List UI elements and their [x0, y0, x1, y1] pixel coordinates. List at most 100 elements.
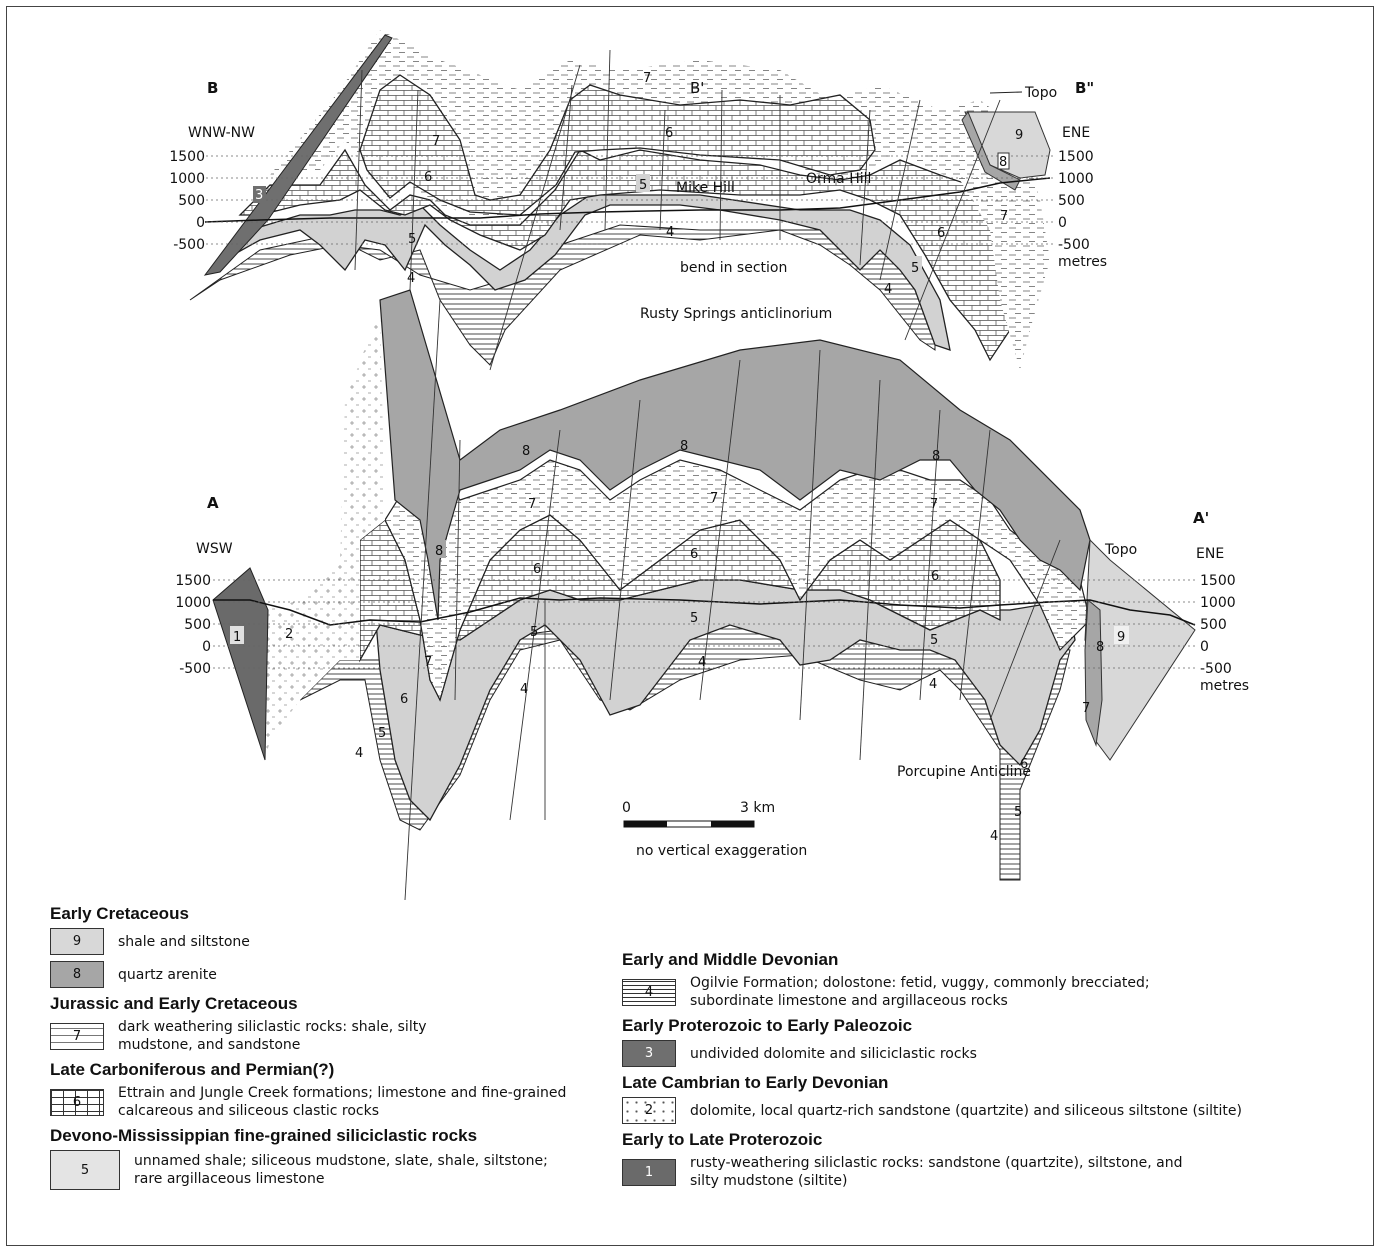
svg-text:4: 4 — [990, 829, 998, 844]
svg-text:1500: 1500 — [1058, 149, 1094, 165]
section-b-left-letter: B — [207, 79, 218, 97]
svg-text:5: 5 — [408, 232, 416, 247]
section-a-right-direction: ENE — [1196, 546, 1224, 562]
section-a-left-axis: 1500 1000 500 0 -500 — [175, 573, 211, 677]
legend-row-u4: 4 Ogilvie Formation; dolostone: fetid, v… — [622, 974, 1322, 1010]
legend-u4-desc: Ogilvie Formation; dolostone: fetid, vug… — [690, 974, 1230, 1010]
svg-text:500: 500 — [184, 617, 211, 633]
svg-text:6: 6 — [1020, 757, 1028, 772]
svg-text:5: 5 — [930, 633, 938, 648]
orma-hill-label: Orma Hill — [806, 171, 871, 187]
legend-right: Early and Middle Devonian 4 Ogilvie Form… — [622, 950, 1322, 1196]
svg-text:6: 6 — [931, 569, 939, 584]
legend-row-u2: 2 dolomite, local quartz-rich sandstone … — [622, 1097, 1322, 1124]
legend-early-late-proterozoic: Early to Late Proterozoic — [622, 1130, 1322, 1150]
legend-devono-mississippian: Devono-Mississippian fine-grained silici… — [50, 1126, 610, 1146]
legend-row-u9: 9 shale and siltstone — [50, 928, 610, 955]
legend-u6-desc: Ettrain and Jungle Creek formations; lim… — [118, 1084, 598, 1120]
section-b-topo-label: Topo — [1024, 85, 1057, 101]
legend-jurassic: Jurassic and Early Cretaceous — [50, 994, 610, 1014]
svg-text:4: 4 — [884, 282, 892, 297]
section-a-topo-label: Topo — [1104, 542, 1137, 558]
svg-text:7: 7 — [710, 491, 718, 506]
legend-u3-desc: undivided dolomite and siliciclastic roc… — [690, 1045, 977, 1063]
svg-text:5: 5 — [378, 726, 386, 741]
legend-early-cretaceous: Early Cretaceous — [50, 904, 610, 924]
svg-text:6: 6 — [400, 692, 408, 707]
svg-text:7: 7 — [643, 71, 651, 86]
legend-u9-desc: shale and siltstone — [118, 933, 250, 951]
svg-text:4: 4 — [666, 225, 674, 240]
svg-text:1000: 1000 — [1058, 171, 1094, 187]
svg-text:metres: metres — [1200, 678, 1249, 694]
svg-text:9: 9 — [1117, 630, 1125, 645]
svg-text:0: 0 — [1058, 215, 1067, 231]
swatch-u9: 9 — [50, 928, 104, 955]
legend-u7-desc: dark weathering siliclastic rocks: shale… — [118, 1018, 448, 1054]
swatch-u6: 6 — [50, 1089, 104, 1116]
mike-hill-label: Mike Hill — [676, 180, 735, 196]
section-b-right-direction: ENE — [1062, 125, 1090, 141]
section-b-right-axis: 1500 1000 500 0 -500 metres — [1058, 149, 1107, 270]
section-a-left-letter: A — [207, 494, 219, 512]
svg-text:5: 5 — [530, 625, 538, 640]
svg-text:no vertical exaggeration: no vertical exaggeration — [636, 843, 807, 859]
svg-text:4: 4 — [520, 682, 528, 697]
svg-text:-500: -500 — [179, 661, 211, 677]
rusty-springs-label: Rusty Springs anticlinorium — [640, 306, 832, 322]
svg-text:500: 500 — [1200, 617, 1227, 633]
bend-in-section-label: bend in section — [680, 260, 787, 276]
svg-text:1500: 1500 — [175, 573, 211, 589]
svg-text:8: 8 — [932, 449, 940, 464]
swatch-u5: 5 — [50, 1150, 120, 1190]
svg-text:6: 6 — [424, 170, 432, 185]
svg-text:-500: -500 — [1200, 661, 1232, 677]
legend-u1-desc: rusty-weathering siliclastic rocks: sand… — [690, 1154, 1190, 1190]
legend-early-proterozoic-paleozoic: Early Proterozoic to Early Paleozoic — [622, 1016, 1322, 1036]
svg-text:0: 0 — [196, 215, 205, 231]
scale-bar: 0 3 km no vertical exaggeration — [622, 800, 807, 859]
svg-text:1500: 1500 — [1200, 573, 1236, 589]
svg-text:8: 8 — [522, 444, 530, 459]
section-a — [213, 290, 1195, 900]
svg-text:6: 6 — [690, 547, 698, 562]
section-b-left-direction: WNW-NW — [188, 125, 255, 141]
svg-text:3 km: 3 km — [740, 800, 775, 816]
svg-text:8: 8 — [680, 439, 688, 454]
svg-text:6: 6 — [665, 126, 673, 141]
legend-left: Early Cretaceous 9 shale and siltstone 8… — [50, 904, 610, 1196]
svg-text:500: 500 — [1058, 193, 1085, 209]
svg-text:metres: metres — [1058, 254, 1107, 270]
svg-text:4: 4 — [698, 655, 706, 670]
svg-text:5: 5 — [690, 611, 698, 626]
cross-sections: B B" B' WNW-NW ENE Topo Mike Hill Orma H… — [0, 0, 1382, 900]
legend-late-cambrian: Late Cambrian to Early Devonian — [622, 1073, 1322, 1093]
legend-early-middle-devonian: Early and Middle Devonian — [622, 950, 1322, 970]
svg-text:7: 7 — [424, 655, 432, 670]
legend-row-u7: 7 dark weathering siliclastic rocks: sha… — [50, 1018, 610, 1054]
svg-text:5: 5 — [639, 178, 647, 193]
section-a-unit1 — [213, 568, 268, 760]
legend-row-u5: 5 unnamed shale; siliceous mudstone, sla… — [50, 1150, 610, 1190]
legend-row-u3: 3 undivided dolomite and siliciclastic r… — [622, 1040, 1322, 1067]
section-a-right-letter: A' — [1193, 509, 1209, 527]
swatch-u8: 8 — [50, 961, 104, 988]
legend-u8-desc: quartz arenite — [118, 966, 217, 984]
legend-row-u1: 1 rusty-weathering siliclastic rocks: sa… — [622, 1154, 1322, 1190]
legend-u2-desc: dolomite, local quartz-rich sandstone (q… — [690, 1102, 1242, 1120]
svg-text:7: 7 — [930, 497, 938, 512]
svg-text:3: 3 — [255, 188, 263, 203]
svg-text:1000: 1000 — [1200, 595, 1236, 611]
svg-text:1: 1 — [233, 630, 241, 645]
svg-text:1500: 1500 — [169, 149, 205, 165]
svg-text:1000: 1000 — [175, 595, 211, 611]
svg-text:4: 4 — [407, 271, 415, 286]
svg-text:0: 0 — [1200, 639, 1209, 655]
swatch-u4: 4 — [622, 979, 676, 1006]
porcupine-anticline-label: Porcupine Anticline — [897, 764, 1031, 780]
svg-text:7: 7 — [432, 134, 440, 149]
svg-text:4: 4 — [929, 677, 937, 692]
svg-text:8: 8 — [1096, 640, 1104, 655]
svg-text:8: 8 — [435, 544, 443, 559]
svg-text:500: 500 — [178, 193, 205, 209]
